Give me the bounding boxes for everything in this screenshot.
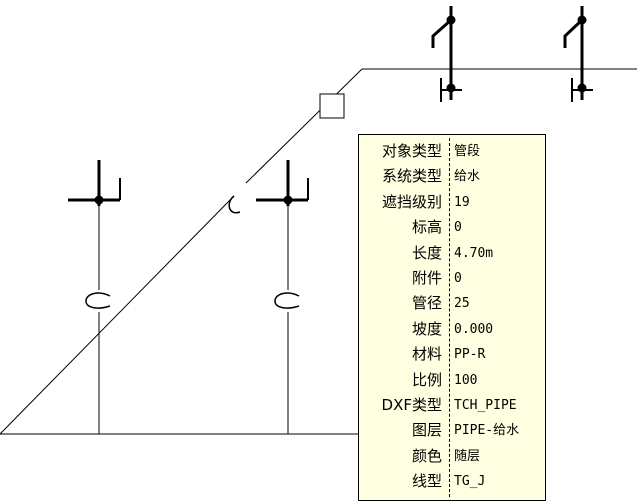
tooltip-row: 颜色随层 <box>359 444 547 469</box>
tooltip-row: 标高 0 <box>359 215 547 240</box>
tooltip-row: 对象类型管段 <box>359 139 547 164</box>
property-label: 标高 <box>411 218 442 237</box>
property-value: TCH_PIPE <box>454 398 517 413</box>
tooltip-row: 比例 100 <box>359 368 547 393</box>
property-value: 给水 <box>454 169 481 185</box>
property-label: 材料 <box>411 345 442 364</box>
sprinkler-icon <box>431 6 462 102</box>
property-value: PP-R <box>454 347 486 363</box>
tooltip-row: 管径 25 <box>359 291 547 316</box>
property-label: 线型 <box>411 472 442 491</box>
property-label: 附件 <box>411 269 442 287</box>
crossover-arc-icon <box>228 195 241 214</box>
property-label: 颜色 <box>411 446 442 465</box>
selection-grip-icon[interactable] <box>319 93 345 119</box>
property-value: 0 <box>454 271 462 286</box>
property-label: 坡度 <box>411 319 442 338</box>
crossover-arc-icon <box>274 292 300 309</box>
tooltip-row: 遮挡级别 19 <box>359 190 547 215</box>
pipe-lines[interactable] <box>0 68 637 435</box>
property-value: 0 <box>454 220 462 236</box>
tooltip-row: 线型 TG_J <box>359 469 547 494</box>
property-label: 对象类型 <box>381 142 442 160</box>
property-value: 4.70m <box>454 245 494 261</box>
tooltip-row: 长度 4.70m <box>359 241 547 266</box>
property-value: TG_J <box>454 474 486 490</box>
sprinkler-icon <box>256 160 309 206</box>
property-value: 随层 <box>454 448 481 464</box>
sprinkler-icon <box>68 160 121 206</box>
property-label: 系统类型 <box>381 167 442 186</box>
property-value: 管段 <box>454 144 481 159</box>
property-label: 比例 <box>411 370 442 389</box>
tooltip-row: 图层 PIPE-给水 <box>359 418 547 443</box>
property-value: 0.000 <box>454 321 494 337</box>
property-label: 管径 <box>411 294 442 313</box>
property-label: 图层 <box>411 421 442 440</box>
tooltip-divider <box>449 138 450 497</box>
property-value: 19 <box>454 194 470 210</box>
tooltip-row: 系统类型给水 <box>359 164 547 189</box>
property-label: 长度 <box>411 243 442 262</box>
property-value: 25 <box>454 296 470 312</box>
crossover-arc-icon <box>85 292 111 309</box>
property-value: 100 <box>454 372 478 388</box>
tooltip-row: DXF类型 TCH_PIPE <box>359 393 547 418</box>
property-label: DXF类型 <box>381 396 442 414</box>
tooltip-row: 附件 0 <box>359 266 547 291</box>
property-label: 遮挡级别 <box>381 192 442 211</box>
tooltip-row: 材料 PP-R <box>359 342 547 367</box>
tooltip-row: 坡度 0.000 <box>359 317 547 342</box>
sprinkler-icon <box>563 6 593 102</box>
property-value: PIPE-给水 <box>454 423 520 439</box>
